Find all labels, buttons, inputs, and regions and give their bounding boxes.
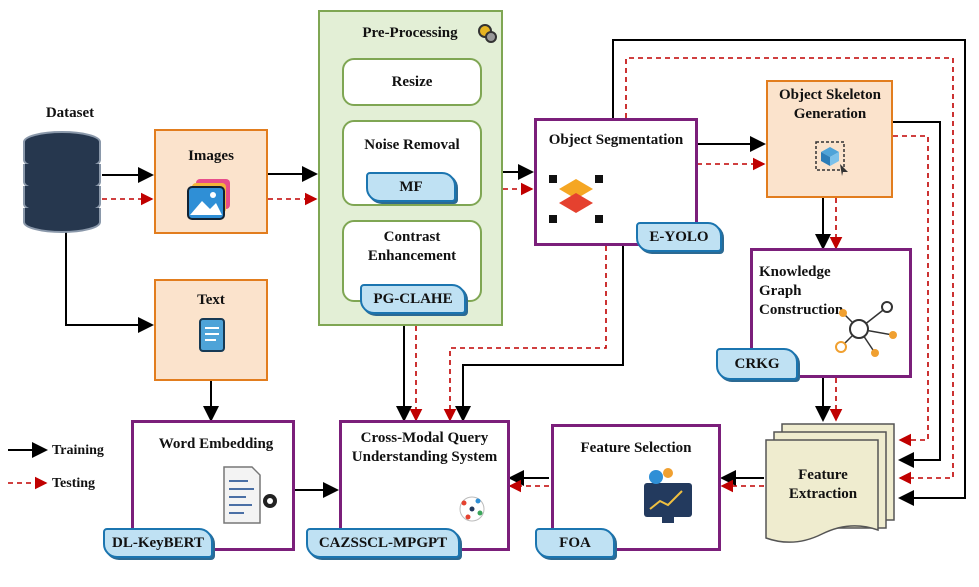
dataset-label: Dataset — [45, 105, 95, 121]
preprocessing-panel: Pre-Processing Resize Noise Removal MF C… — [318, 10, 503, 326]
legend-training: Training — [52, 443, 104, 458]
cazsscl-mpgpt-tag: CAZSSCL-MPGPT — [306, 528, 460, 558]
gear-icon — [478, 24, 497, 43]
legend-testing: Testing — [52, 476, 96, 491]
layers-icon — [549, 175, 603, 223]
preprocessing-title: Pre-Processing — [362, 25, 458, 41]
cross-modal-label: Cross-Modal Query Understanding System — [351, 430, 498, 465]
noise-removal-label: Noise Removal — [364, 137, 460, 153]
object-skeleton-label: Object Skeleton Generation — [778, 87, 882, 122]
pg-clahe-tag: PG-CLAHE — [360, 284, 466, 314]
testing-arrows — [102, 57, 954, 493]
contrast-label: Contrast Enhancement — [367, 229, 457, 264]
document-icon — [199, 318, 225, 352]
cube-select-icon — [815, 141, 848, 176]
dl-keybert-tag: DL-KeyBERT — [103, 528, 213, 558]
word-embedding-label: Word Embedding — [158, 436, 274, 452]
network-graph-icon — [835, 301, 897, 357]
feature-selection-label: Feature Selection — [580, 440, 692, 456]
images-box: Images — [154, 129, 268, 234]
images-label: Images — [188, 148, 234, 164]
network-sphere-icon — [459, 496, 485, 522]
foa-tag: FOA — [535, 528, 615, 558]
object-segmentation-label: Object Segmentation — [548, 132, 684, 148]
legend-lines — [8, 442, 48, 490]
e-yolo-tag: E-YOLO — [636, 222, 722, 252]
resize-label: Resize — [391, 74, 433, 90]
crkg-tag: CRKG — [716, 348, 798, 380]
mf-tag: MF — [366, 172, 456, 202]
ai-dashboard-icon — [644, 468, 692, 523]
text-label: Text — [197, 292, 225, 308]
cross-modal-box: Cross-Modal Query Understanding System — [339, 420, 510, 551]
object-skeleton-box: Object Skeleton Generation — [766, 80, 893, 198]
feature-extraction-label: Feature Extraction — [788, 467, 858, 502]
training-arrows — [65, 39, 966, 506]
knowledge-graph-label: Knowledge Graph Construction — [759, 264, 844, 318]
resize-step: Resize — [342, 58, 482, 106]
document-network-icon — [223, 466, 277, 524]
image-gallery-icon — [187, 179, 230, 220]
text-box: Text — [154, 279, 268, 381]
